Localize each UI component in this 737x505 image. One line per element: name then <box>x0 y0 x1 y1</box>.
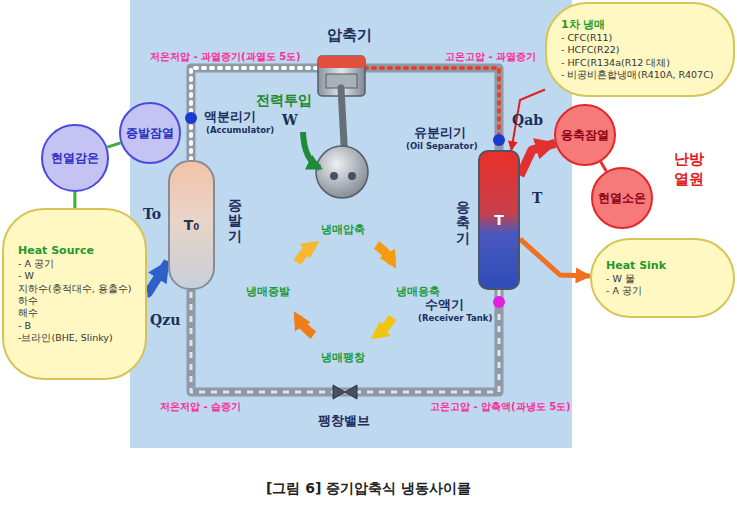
node-text: -브라인(BHE, Slinky) <box>18 332 131 344</box>
node-text: - HFC(R134a(R12 대체) <box>561 57 719 69</box>
node-text: - A 공기 <box>606 285 719 297</box>
state-note: 고온고압 - 과열증기 <box>445 50 536 64</box>
connector <box>520 143 555 175</box>
sensible-heat-circle: 현열소온 <box>591 167 653 229</box>
background-panel <box>130 0 572 448</box>
connector <box>511 90 545 151</box>
process-label: 냉매응축 <box>396 284 440 299</box>
node-text: Heat Source <box>18 244 131 258</box>
heat-sink-cloud: Heat Sink- W 물- A 공기 <box>590 238 735 318</box>
process-label: 냉매증발 <box>246 284 290 299</box>
node-text: T <box>480 212 518 228</box>
node-text: - B <box>18 320 131 332</box>
latent-heat-circle: 증발잠열 <box>119 102 181 164</box>
node-text: Heat Sink <box>606 259 719 273</box>
connector <box>601 162 607 172</box>
component-name: 수액기 <box>425 296 464 314</box>
node-text: - HCFC(R22) <box>561 44 719 56</box>
evaporator: T₀증발기 <box>168 160 215 290</box>
node-text: 하수 <box>18 295 131 307</box>
node-text: - CFC(R11) <box>561 32 719 44</box>
heating-source-label: 난방 열원 <box>672 150 706 189</box>
node-text: - W 물 <box>606 273 719 285</box>
sensible-heat-circle: 현열감온 <box>41 124 109 192</box>
receiver-dot <box>493 296 505 308</box>
heat-source-cloud: Heat Source- A 공기- W지하수(충적대수, 용출수)하수해수- … <box>2 208 147 380</box>
node-text: 증발잠열 <box>126 125 174 142</box>
node-text: 현열감온 <box>51 150 99 167</box>
node-text: - A 공기 <box>18 258 131 270</box>
refrigerant-cloud: 1차 냉매- CFC(R11)- HCFC(R22)- HFC(R134a(R1… <box>545 2 735 97</box>
process-label: 냉매압축 <box>321 222 365 237</box>
state-note: 저온저압 - 습증기 <box>160 400 241 414</box>
node-text: 현열소온 <box>598 190 646 207</box>
node-text: 응축기 <box>456 200 470 246</box>
symbol-label: Qzu <box>150 312 180 328</box>
symbol-label: Qab <box>512 112 543 128</box>
compressor <box>316 56 368 198</box>
component-name: (Accumulator) <box>206 125 274 135</box>
state-note: 저온저압 - 과열증기(과열도 5도) <box>150 50 301 64</box>
state-note: 고온고압 - 압축액(과냉도 5도) <box>430 400 571 414</box>
component-name: (Receiver Tank) <box>418 313 492 323</box>
cycle-arrows <box>297 245 392 335</box>
expansion-valve <box>333 385 357 399</box>
connector <box>107 143 120 147</box>
node-text: 지하수(충적대수, 용출수) <box>18 283 131 295</box>
process-label: 냉매팽창 <box>321 350 365 365</box>
connector <box>520 239 590 276</box>
oil-separator-dot <box>493 134 505 146</box>
connector <box>73 192 76 208</box>
symbol-label: W <box>282 112 298 128</box>
node-text: 응축잠열 <box>561 127 609 144</box>
component-name: 압축기 <box>327 26 372 45</box>
component-name: 팽창밸브 <box>318 412 370 430</box>
node-text: 증발기 <box>228 198 242 244</box>
power-label: 전력투입 <box>256 92 312 110</box>
figure-caption: [그림 6] 증기압축식 냉동사이클 <box>0 480 737 498</box>
node-text: T₀ <box>170 217 213 233</box>
condenser: T응축기 <box>478 150 520 290</box>
node-text: - W <box>18 270 131 282</box>
latent-heat-circle: 응축잠열 <box>554 104 616 166</box>
symbol-label: T <box>532 190 542 206</box>
component-name: (Oil Separator) <box>406 141 478 151</box>
connector <box>148 262 169 293</box>
node-text: - 비공비혼합냉매(R410A, R407C) <box>561 69 719 81</box>
pipes <box>191 68 499 392</box>
component-name: 유분리기 <box>414 124 466 142</box>
symbol-label: To <box>143 206 161 222</box>
power-arrow <box>303 132 320 168</box>
accumulator-dot <box>185 112 197 124</box>
node-text: 1차 냉매 <box>561 18 719 32</box>
node-text: 해수 <box>18 307 131 319</box>
component-name: 액분리기 <box>204 108 256 126</box>
